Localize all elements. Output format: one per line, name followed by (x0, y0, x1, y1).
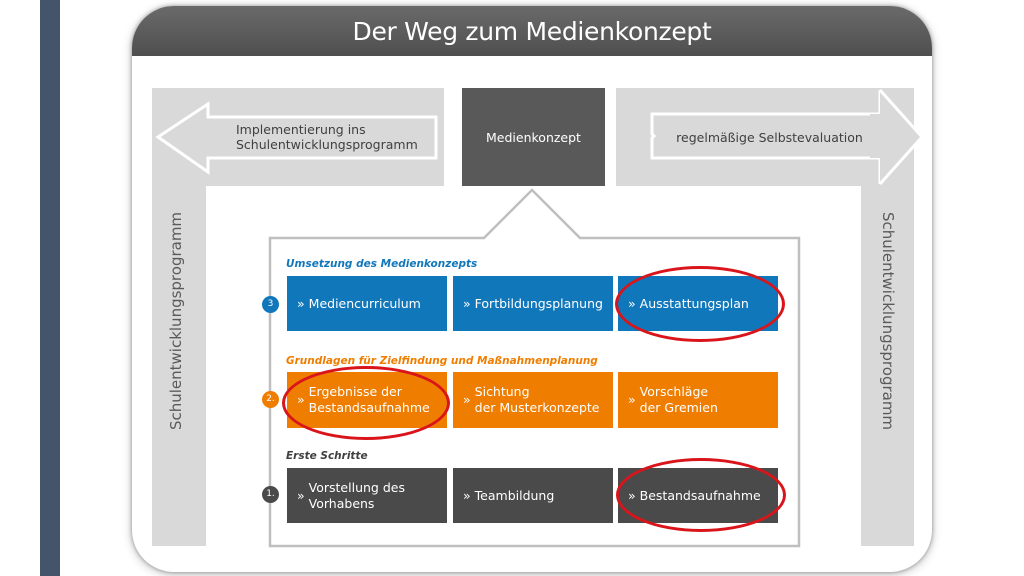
diagram-title: Der Weg zum Medienkonzept (132, 6, 932, 56)
section-number-3: 3 (262, 296, 279, 313)
implementierung-label: Implementierung ins Schulentwicklungspro… (236, 122, 418, 152)
highlight-ellipse-ergebnisse (282, 366, 450, 440)
left-side-label: Schulentwicklungsprogramm (167, 211, 185, 431)
right-arrowhead-outline (878, 89, 925, 185)
box-label: Sichtung der Musterkonzepte (474, 384, 600, 415)
section-number-2: 2. (262, 391, 279, 408)
box-label: Vorschläge der Gremien (639, 384, 718, 415)
box-mediencurriculum: »Mediencurriculum (287, 276, 447, 331)
chevron-icon: » (297, 295, 305, 311)
medienkonzept-label: Medienkonzept (486, 130, 581, 145)
highlight-ellipse-bestandsaufnahme (616, 458, 786, 532)
box-label: Teambildung (474, 487, 555, 503)
right-arrow-head (870, 90, 922, 184)
box-label: Fortbildungsplanung (474, 295, 603, 311)
chevron-icon: » (463, 487, 471, 503)
section-title-2: Grundlagen für Zielfindung und Maßnahmen… (286, 355, 598, 367)
center-box (462, 88, 605, 186)
right-band (652, 116, 867, 156)
highlight-ellipse-ausstattungsplan (615, 266, 785, 342)
box-vorschlaege: »Vorschläge der Gremien (618, 372, 778, 428)
left-arrow (155, 101, 438, 175)
box-sichtung: »Sichtung der Musterkonzepte (453, 372, 613, 428)
box-fortbildungsplanung: »Fortbildungsplanung (453, 276, 613, 331)
chevron-icon: » (628, 392, 636, 407)
right-side-label: Schulentwicklungsprogramm (879, 211, 897, 431)
box-teambildung: »Teambildung (453, 468, 613, 523)
section-title-3: Umsetzung des Medienkonzepts (286, 258, 478, 270)
diagram-card: Der Weg zum Medienkonzept Implementierun… (132, 6, 932, 572)
chevron-icon: » (463, 392, 471, 407)
slide-left-accent-bar (40, 0, 60, 576)
section-number-1: 1. (262, 486, 279, 503)
box-vorstellung: »Vorstellung des Vorhabens (287, 468, 447, 523)
chevron-icon: » (463, 295, 471, 311)
section-title-1: Erste Schritte (286, 450, 368, 462)
selbstevaluation-label: regelmäßige Selbstevaluation (676, 130, 863, 145)
box-label: Mediencurriculum (308, 295, 421, 311)
chevron-icon: » (297, 487, 305, 503)
box-label: Vorstellung des Vorhabens (308, 479, 405, 511)
